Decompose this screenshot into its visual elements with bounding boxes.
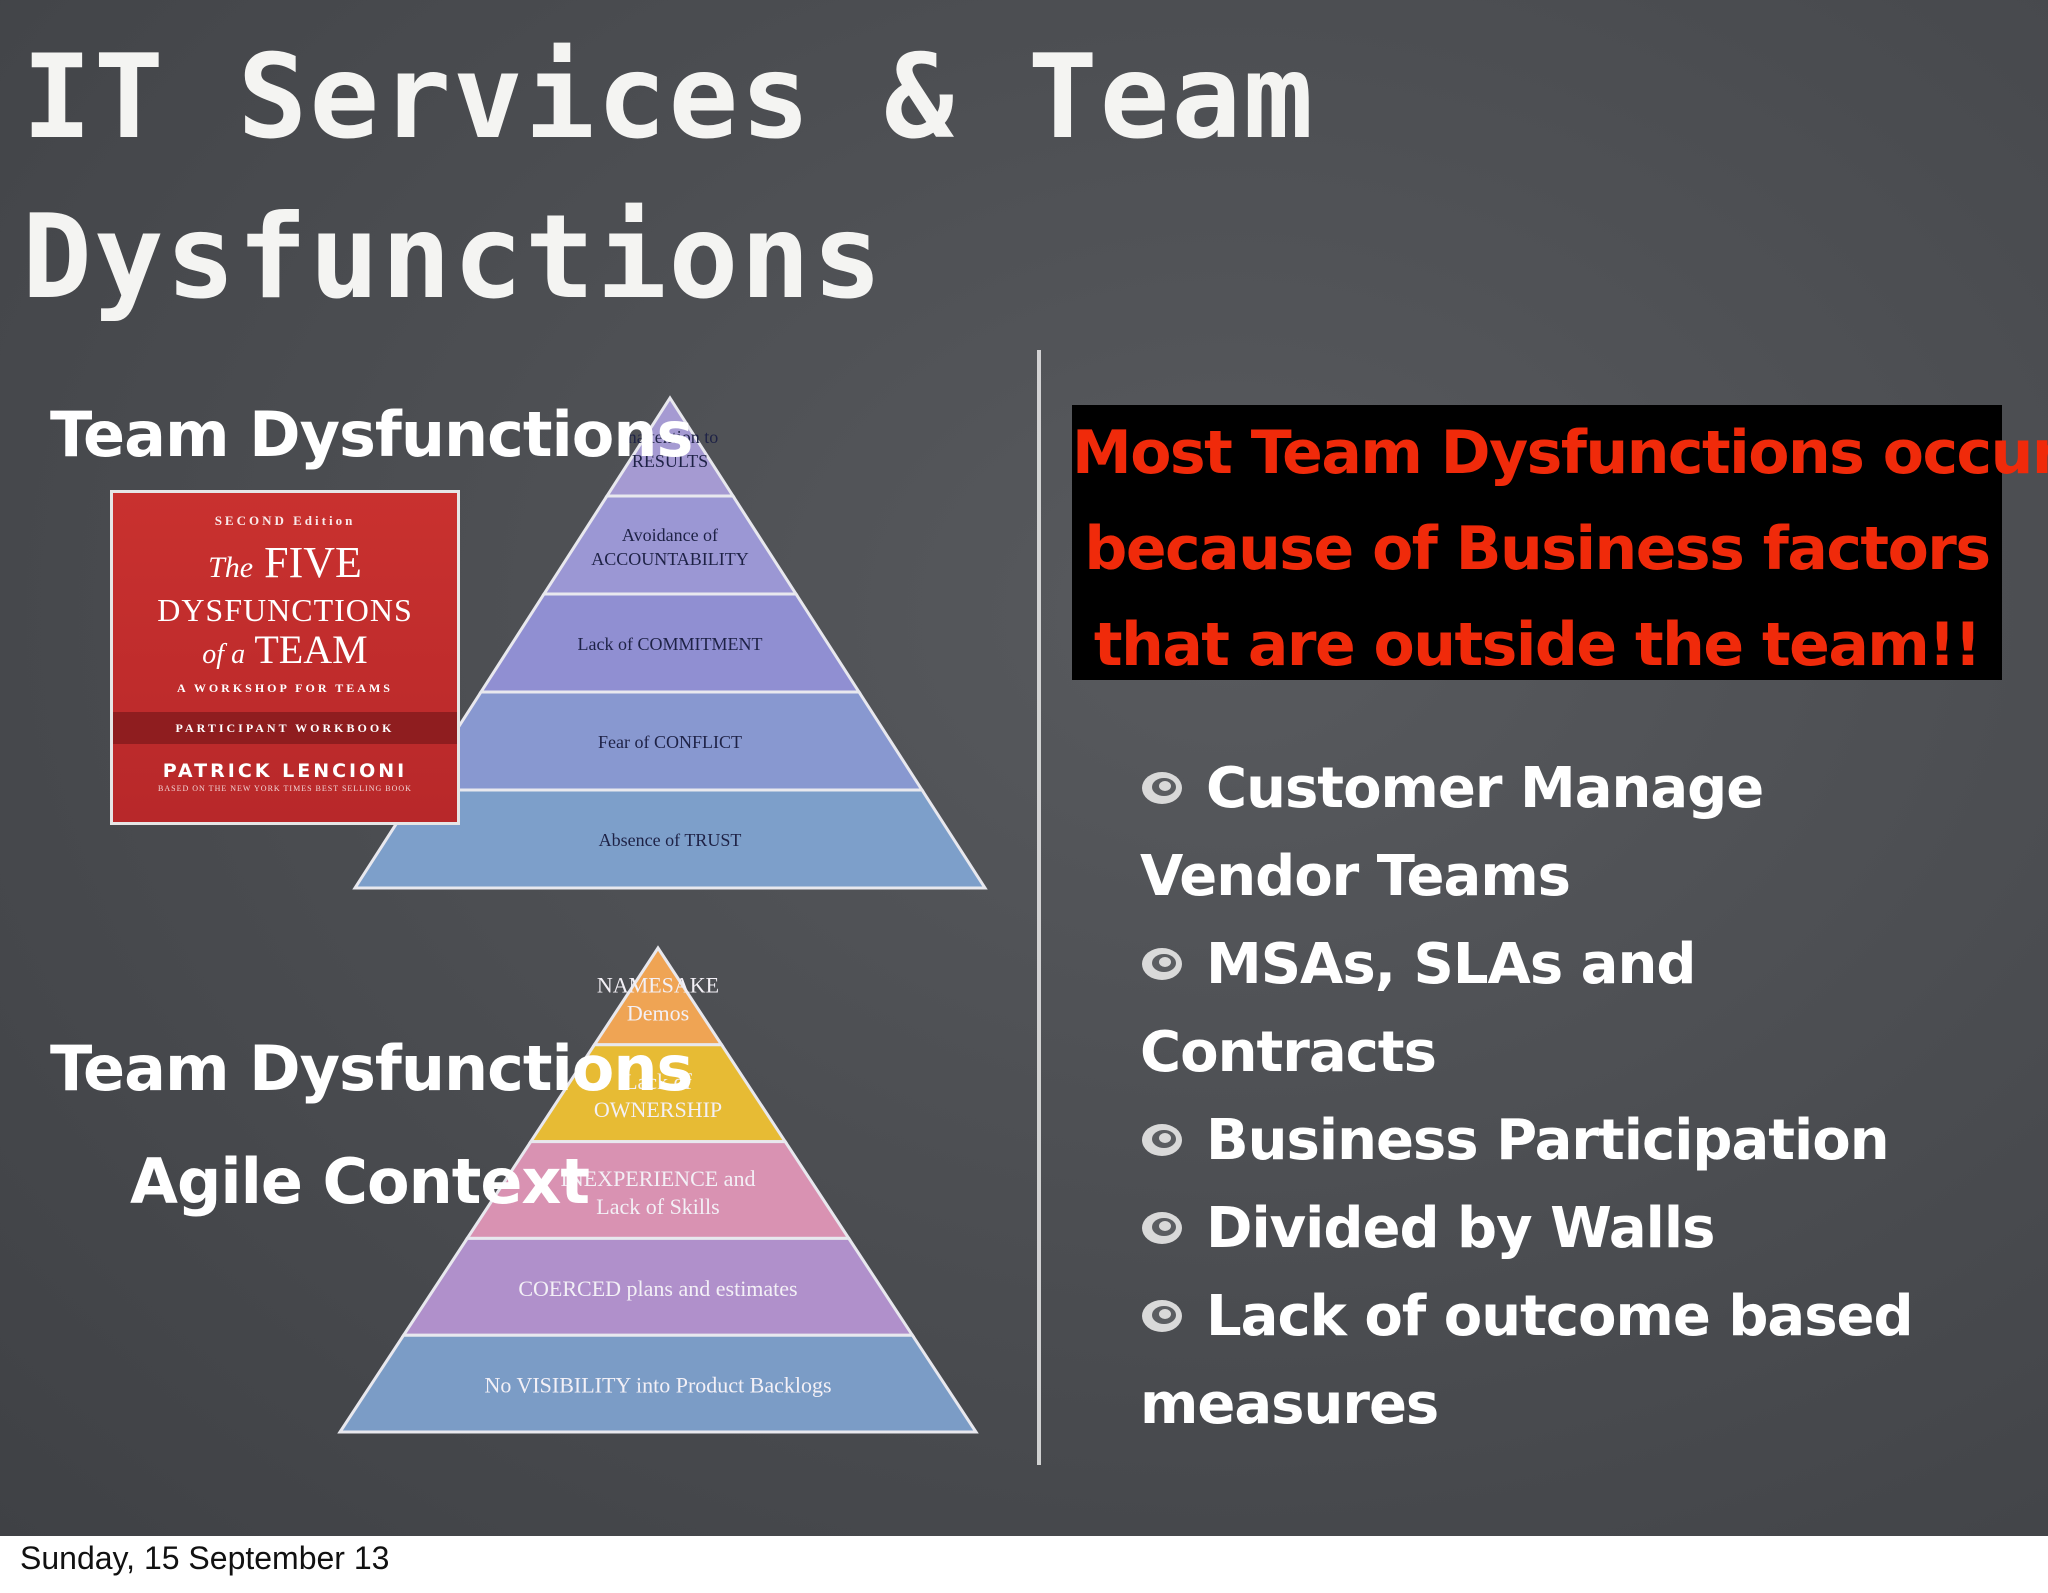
team-dysfunctions-label: Team Dysfunctions — [50, 398, 693, 471]
bullet-item: Customer Manage Vendor Teams — [1140, 756, 1764, 909]
agile-dysfunctions-level-5 — [337, 1333, 979, 1434]
book-band: PARTICIPANT WORKBOOK — [113, 712, 457, 744]
agile-dysfunctions-level-1-label: Demos — [627, 1000, 689, 1025]
agile-dysfunctions-level-3-label: Lack of Skills — [596, 1194, 719, 1219]
bullet-item: MSAs, SLAs and Contracts — [1140, 932, 1696, 1085]
book-author: PATRICK LENCIONI — [162, 760, 408, 782]
slide-title-line2: Dysfunctions — [22, 190, 885, 325]
book-author-subtitle: BASED ON THE NEW YORK TIMES BEST SELLING… — [158, 784, 412, 793]
callout-box: Most Team Dysfunctions occur because of … — [1072, 405, 2048, 680]
slide-title: IT Services & Team Dysfunctions — [22, 18, 1522, 338]
agile-context-label: Agile Context — [130, 1145, 590, 1218]
book-workshop: A WORKSHOP FOR TEAMS — [177, 681, 393, 695]
bullet-item: Divided by Walls — [1140, 1185, 2000, 1273]
team-dysfunctions-agile-label: Team Dysfunctions — [50, 1032, 693, 1105]
bullet-item: Lack of outcome based measures — [1140, 1284, 1914, 1437]
agile-dysfunctions-level-4-label: COERCED plans and estimates — [518, 1276, 797, 1301]
dysfunctions-pyramid: Inattention to RESULTS Avoidance of ACCOUNT… — [337, 395, 988, 1434]
agile-dysfunctions-level-2-label: Lack of — [624, 1069, 692, 1094]
agile-dysfunctions-level-3-label: INEXPERIENCE and — [561, 1166, 756, 1191]
callout-line1: Most Team Dysfunctions occur — [1072, 418, 2048, 488]
agile-dysfunctions-level-1-label: NAMESAKE — [597, 972, 719, 997]
swirl-bullet-icon — [1142, 1211, 1182, 1244]
swirl-bullet-icon — [1142, 771, 1182, 804]
book-cover-image: SECOND Edition The FIVE DYSFUNCTIONS of … — [110, 490, 460, 825]
book-the: The — [208, 551, 254, 584]
dysfunctions-level-4-label: Fear of CONFLICT — [598, 732, 742, 752]
agile-dysfunctions-level-5-label: No VISIBILITY into Product Backlogs — [484, 1373, 831, 1398]
dysfunctions-level-2 — [541, 494, 799, 596]
slide-title-line1: IT Services & Team — [22, 30, 1316, 165]
bullet-list: Customer Manage Vendor Teams MSAs, SLAs … — [1140, 745, 2000, 1449]
dysfunctions-level-1-label: Inattention to — [622, 427, 718, 447]
book-of-a: of a — [202, 639, 246, 670]
book-dysfunctions: DYSFUNCTIONS — [157, 592, 413, 628]
book-edition: SECOND Edition — [214, 513, 356, 528]
swirl-bullet-icon — [1142, 1123, 1182, 1156]
slide: IT Services & Team Dysfunctions Team Dys… — [0, 0, 2048, 1536]
dysfunctions-pyramid-group: Inattention to RESULTS Avoidance of ACCOUNT… — [352, 395, 988, 890]
dysfunctions-level-2-label: Avoidance of — [622, 525, 718, 545]
footer-date: Sunday, 15 September 13 — [20, 1540, 390, 1576]
dysfunctions-level-5 — [352, 788, 988, 890]
book-team: TEAM — [254, 627, 368, 672]
dysfunctions-level-5-label: Absence of TRUST — [599, 830, 742, 850]
agile-dysfunctions-level-2-label: OWNERSHIP — [594, 1097, 722, 1122]
book-five: FIVE — [264, 538, 362, 587]
callout-line2: because of Business factors — [1084, 514, 1991, 584]
dysfunctions-level-3-label: Lack of COMMITMENT — [578, 634, 763, 654]
swirl-bullet-icon — [1142, 1299, 1182, 1332]
bullet-item: Business Participation — [1140, 1097, 2000, 1185]
dysfunctions-level-2-label: ACCOUNTABILITY — [591, 549, 749, 569]
column-divider — [1037, 350, 1041, 1465]
swirl-bullet-icon — [1142, 947, 1182, 980]
callout-line3: that are outside the team!! — [1093, 610, 1982, 680]
dysfunctions-level-1-label: RESULTS — [632, 451, 708, 471]
